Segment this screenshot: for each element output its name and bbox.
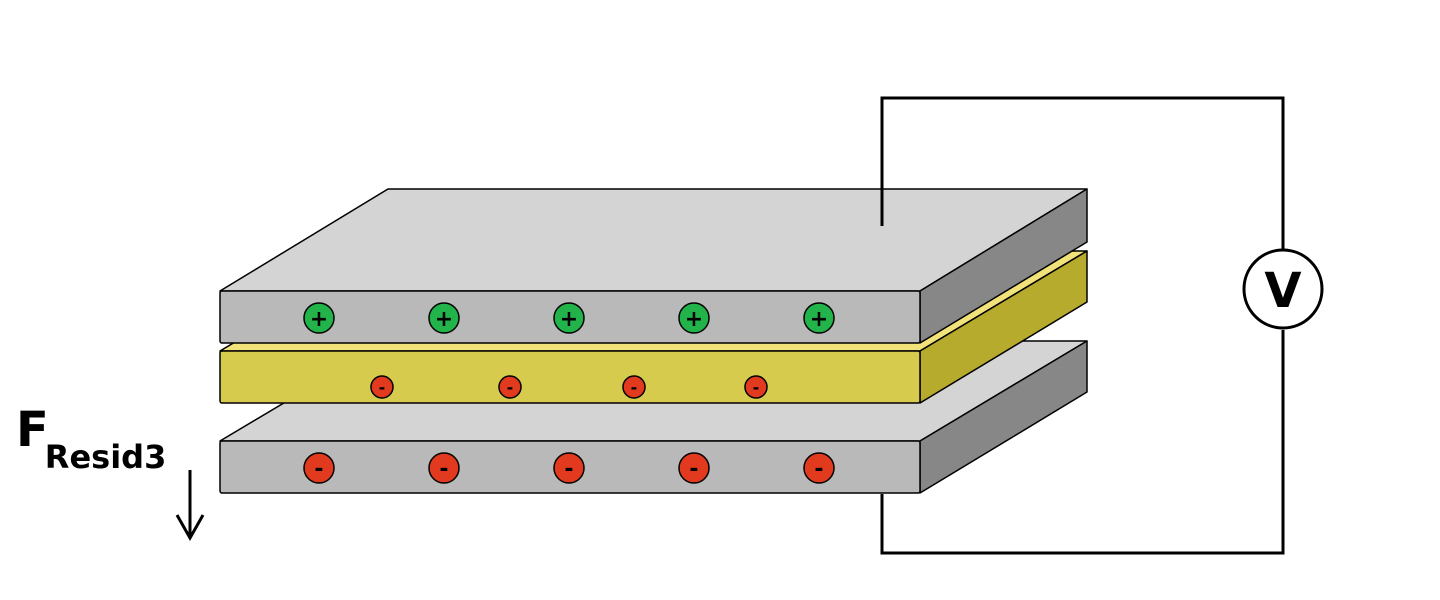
top-plate-charge-symbol: +	[310, 307, 328, 332]
bottom-plate-charge	[678, 452, 710, 484]
dielectric-charges: ----	[370, 375, 768, 399]
dielectric-charge	[622, 375, 646, 399]
bottom-plate-charge	[303, 452, 335, 484]
bottom-plate-charges: -----	[303, 452, 835, 484]
bottom-plate-charge-symbol: -	[564, 457, 573, 482]
top-plate-charges: + + + + +	[303, 302, 835, 334]
force-label: FResid3	[16, 406, 170, 473]
top-plate-charge	[428, 302, 460, 334]
dielectric-charge-symbol: -	[631, 378, 638, 397]
dielectric-charge-symbol: -	[753, 378, 760, 397]
dielectric-charge	[498, 375, 522, 399]
dielectric-charge	[370, 375, 394, 399]
force-subscript: Resid3	[44, 438, 167, 476]
top-plate-charge	[553, 302, 585, 334]
bottom-plate-charge-symbol: -	[314, 457, 323, 482]
bottom-plate-charge	[803, 452, 835, 484]
bottom-plate-charge-symbol: -	[439, 457, 448, 482]
top-plate-charge	[803, 302, 835, 334]
top-plate-charge	[678, 302, 710, 334]
force-arrow	[175, 470, 205, 542]
bottom-plate-charge	[428, 452, 460, 484]
top-plate-charge-symbol: +	[560, 307, 578, 332]
voltmeter-label: V	[1264, 263, 1301, 319]
dielectric-charge-symbol: -	[507, 378, 514, 397]
circuit-wire-bottom	[880, 330, 1285, 555]
force-arrow-head	[175, 514, 205, 542]
bottom-plate-charge	[553, 452, 585, 484]
dielectric-front-face	[219, 350, 921, 404]
top-plate-charge-symbol: +	[435, 307, 453, 332]
top-plate-charge	[303, 302, 335, 334]
voltmeter-circle	[1242, 248, 1324, 330]
dielectric-charge	[744, 375, 768, 399]
dielectric-charge-symbol: -	[379, 378, 386, 397]
voltmeter: V	[1242, 248, 1324, 330]
top-plate-charge-symbol: +	[685, 307, 703, 332]
bottom-plate-charge-symbol: -	[689, 457, 698, 482]
force-symbol: F	[16, 402, 49, 458]
top-plate	[219, 188, 1088, 344]
top-plate-charge-symbol: +	[810, 307, 828, 332]
bottom-plate-charge-symbol: -	[814, 457, 823, 482]
